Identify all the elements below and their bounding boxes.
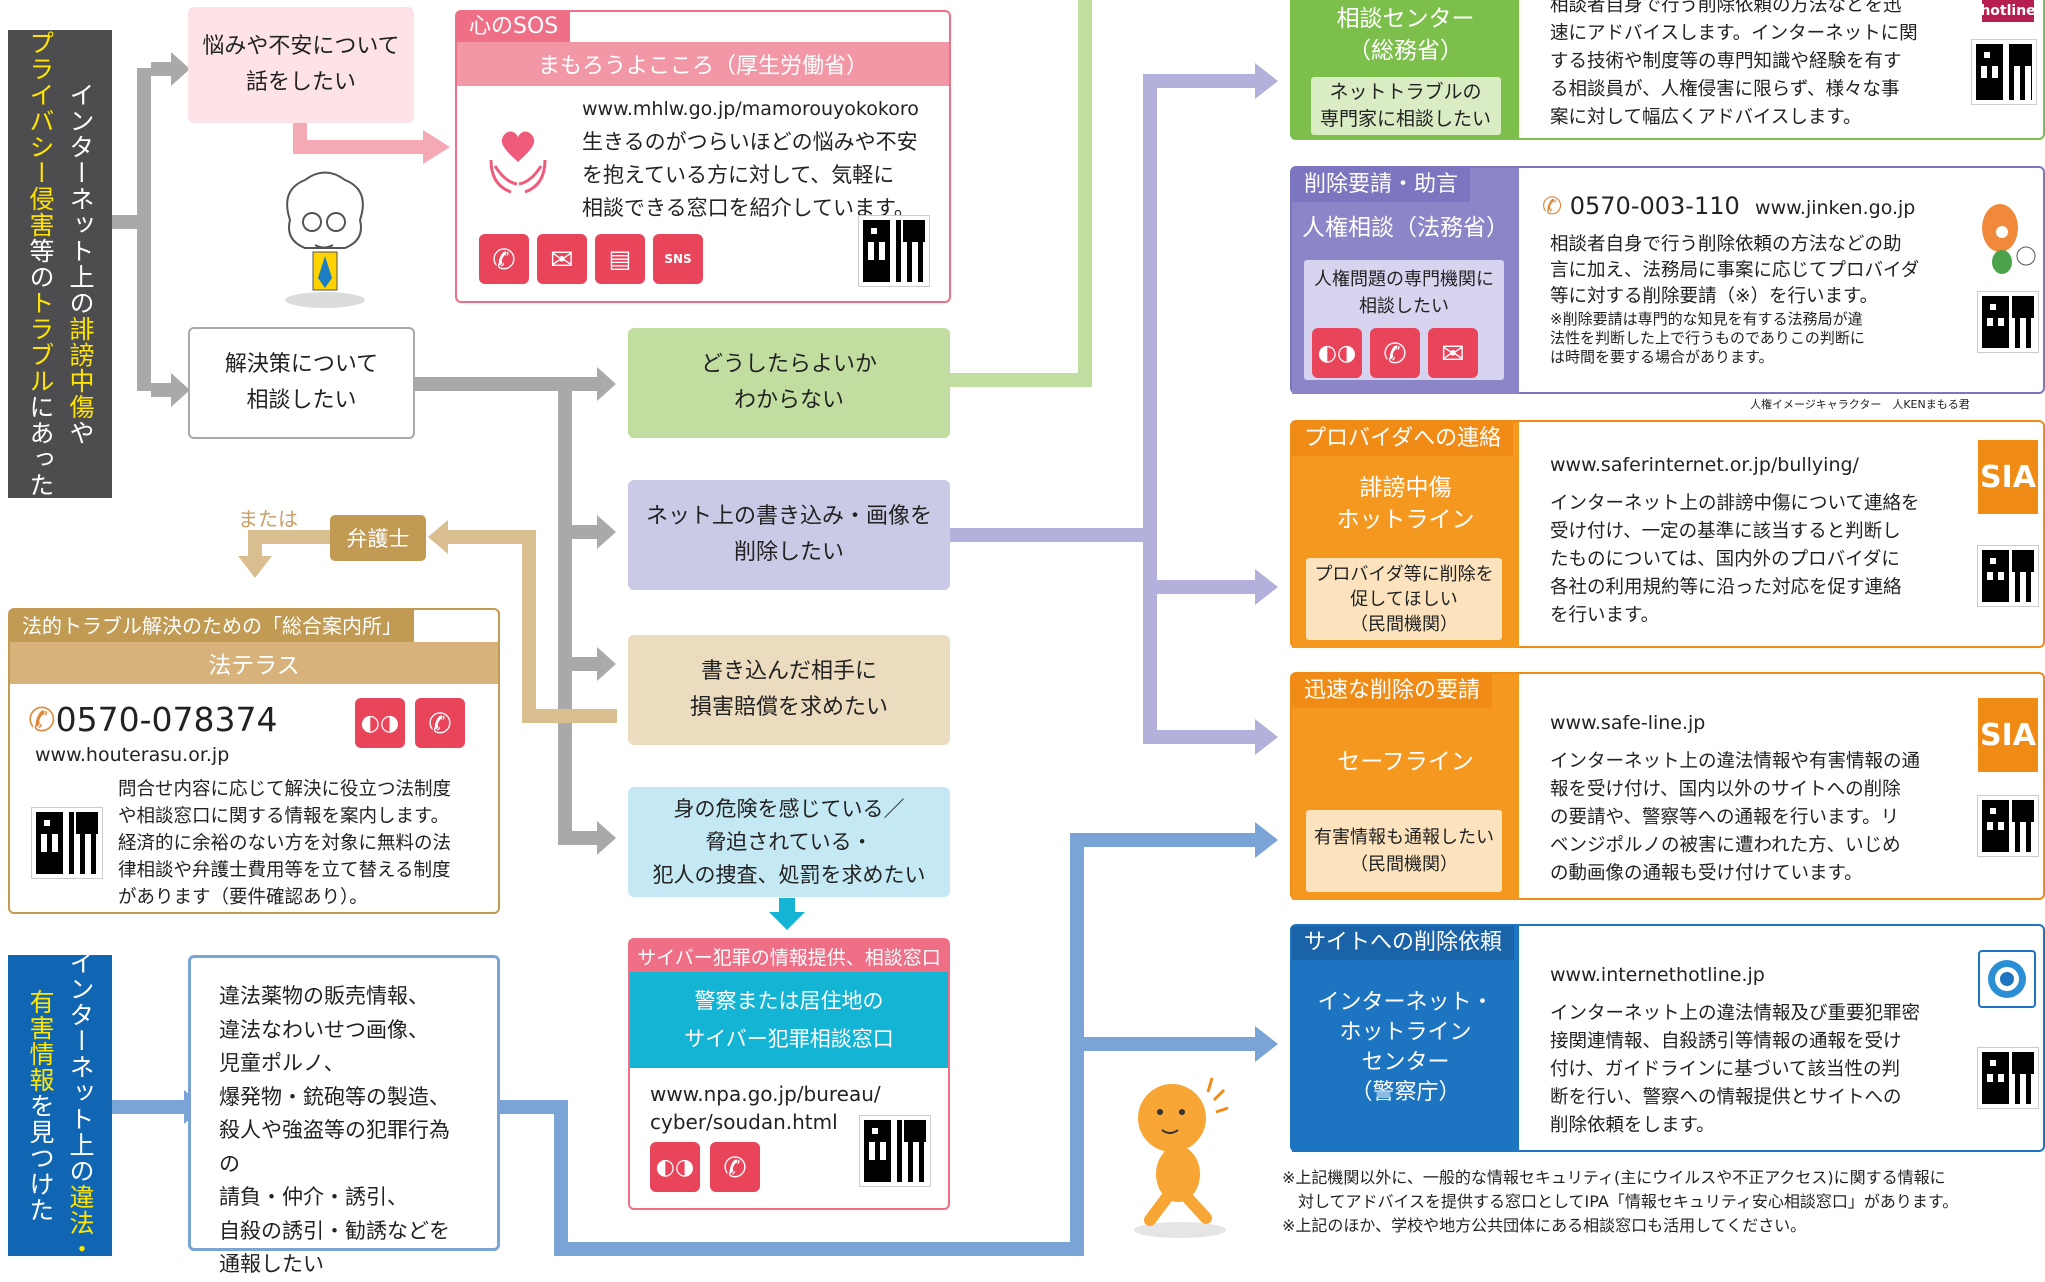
slander-org: 誹謗中傷 ホットライン xyxy=(1336,475,1475,533)
jinken-tag: 削除要請・助言 xyxy=(1292,168,1471,202)
choice-damages[interactable]: 書き込んだ相手に 損害賠償を求めたい xyxy=(628,635,950,745)
running-character-illustration xyxy=(1120,1070,1240,1240)
jinken-caption: 人権イメージキャラクター 人KENまもる君 xyxy=(1750,398,1970,411)
iho-org-panel: サイトへの削除依頼 インターネット・ ホットライン センター （警察庁） xyxy=(1292,926,1519,1152)
title-box-illegal: インターネット上の違法・ 有害情報を見つけた xyxy=(8,955,112,1256)
safeline-url[interactable]: www.safe-line.jp xyxy=(1550,712,1706,734)
iho-body: インターネット上の違法情報及び重要犯罪密 接関連情報、自殺誘引等情報の通報を受け… xyxy=(1550,1003,1921,1136)
hotline-logo: hotline xyxy=(1980,0,2036,22)
iho-card: サイトへの削除依頼 インターネット・ ホットライン センター （警察庁） www… xyxy=(1290,924,2045,1152)
houterasu-title: 法テラス xyxy=(10,642,498,684)
houterasu-contact-icons: ◐◑ ✆ xyxy=(355,698,465,748)
houterasu-phone[interactable]: 0570-078374 xyxy=(55,700,278,739)
houterasu-qr-code[interactable] xyxy=(31,807,103,879)
sos-url[interactable]: www.mhlw.go.jp/mamorouyokokoro xyxy=(582,98,919,120)
houterasu-body: 問合せ内容に応じて解決に役立つ法制度 や相談窓口に関する情報を案内します。 経済… xyxy=(118,779,452,908)
jinken-phone-row: ✆ 0570-003-110 www.jinken.go.jp xyxy=(1542,190,1915,224)
ihc-org: 相談センター （総務省） xyxy=(1336,6,1475,64)
sos-card: 心のSOS まもろうよこころ（厚生労働省） www.mhlw.go.jp/mam… xyxy=(455,10,951,303)
ihc-card: 相談センター （総務省） ネットトラブルの 専門家に相談したい 相談者自身で行う… xyxy=(1290,0,2045,140)
mail-icon: ✉ xyxy=(1428,328,1478,378)
slander-org-panel: プロバイダへの連絡 誹謗中傷 ホットライン プロバイダ等に削除を 促してほしい … xyxy=(1292,422,1519,648)
safeline-org: セーフライン xyxy=(1337,749,1474,775)
jinken-mascot-illustration xyxy=(1972,198,2038,278)
safeline-card: 迅速な削除の要請 セーフライン 有害情報も通報したい （民間機関） www.sa… xyxy=(1290,672,2045,900)
sia-logo: SIA xyxy=(1978,440,2038,514)
title-box-slander: インターネット上の誹謗中傷や プライバシー侵害等のトラブルにあった xyxy=(8,30,112,498)
choice-illegal[interactable]: 違法薬物の販売情報、 違法なわいせつ画像、 児童ポルノ、 爆発物・銃砲等の製造、… xyxy=(188,955,500,1276)
slander-url[interactable]: www.saferinternet.or.jp/bullying/ xyxy=(1550,454,1859,476)
jinken-qr-code[interactable] xyxy=(1977,291,2039,353)
jinken-org-panel: 削除要請・助言 人権相談（法務省） 人権問題の専門機関に 相談したい ◐◑ ✆ … xyxy=(1292,168,1519,394)
safeline-qr-code[interactable] xyxy=(1977,795,2039,857)
phone-icon: ✆ xyxy=(28,700,56,739)
slander-card: プロバイダへの連絡 誹謗中傷 ホットライン プロバイダ等に削除を 促してほしい … xyxy=(1290,420,2045,648)
cyber-card: サイバー犯罪の情報提供、相談窓口 警察または居住地の サイバー犯罪相談窓口 ww… xyxy=(628,938,950,1210)
sia-logo: SIA xyxy=(1978,698,2038,772)
slander-body: インターネット上の誹謗中傷について連絡を 受け付け、一定の基準に該当すると判断し… xyxy=(1550,493,1920,626)
cyber-title: 警察または居住地の サイバー犯罪相談窓口 xyxy=(630,972,948,1068)
or-label: または xyxy=(238,507,298,531)
sns-icon: SNS xyxy=(653,234,703,284)
jinken-org: 人権相談（法務省） xyxy=(1302,215,1509,241)
phone-icon: ✆ xyxy=(1370,328,1420,378)
phone-icon: ✆ xyxy=(710,1142,760,1192)
houterasu-phone-row: ✆0570-078374 xyxy=(28,700,278,740)
iho-org: インターネット・ ホットライン センター （警察庁） xyxy=(1317,990,1494,1105)
mail-icon: ✉ xyxy=(537,234,587,284)
ihc-org-panel: 相談センター （総務省） ネットトラブルの 専門家に相談したい xyxy=(1292,0,1519,138)
heart-hands-icon xyxy=(485,120,551,200)
worried-character-illustration xyxy=(270,160,380,310)
houterasu-tag: 法的トラブル解決のための「総合案内所」 xyxy=(10,610,414,642)
phone-icon: ✆ xyxy=(479,234,529,284)
houterasu-url[interactable]: www.houterasu.or.jp xyxy=(35,744,230,766)
choice-unknown[interactable]: どうしたらよいか わからない xyxy=(628,328,950,438)
sos-body: 生きるのがつらいほどの悩みや不安 を抱えている方に対して、気軽に 相談できる窓口… xyxy=(582,130,918,220)
face-to-face-icon: ◐◑ xyxy=(650,1142,700,1192)
choice-consult[interactable]: 解決策について 相談したい xyxy=(188,327,415,439)
jinken-body: 相談者自身で行う削除依頼の方法などの助 言に加え、法務局に事案に応じてプロバイダ… xyxy=(1550,234,1920,307)
jinken-url[interactable]: www.jinken.go.jp xyxy=(1755,197,1916,219)
safeline-org-panel: 迅速な削除の要請 セーフライン 有害情報も通報したい （民間機関） xyxy=(1292,674,1519,900)
iho-emblem-logo xyxy=(1978,950,2036,1008)
sos-contact-icons: ✆ ✉ ▤ SNS xyxy=(479,234,703,286)
ihc-sub: ネットトラブルの 専門家に相談したい xyxy=(1310,77,1501,135)
sos-title: まもろうよこころ（厚生労働省） xyxy=(457,42,949,86)
slander-tag: プロバイダへの連絡 xyxy=(1292,422,1514,456)
jinken-note: ※削除要請は専門的な知見を有する法務局が違 法性を判断した上で行うものでありこの… xyxy=(1550,310,1865,366)
cyber-url[interactable]: www.npa.go.jp/bureau/ cyber/soudan.html xyxy=(650,1082,881,1134)
sos-qr-code[interactable] xyxy=(858,215,930,287)
footnote: ※上記機関以外に、一般的な情報セキュリティ(主にウイルスや不正アクセス)に関する… xyxy=(1282,1168,1959,1235)
choice-delete[interactable]: ネット上の書き込み・画像を 削除したい xyxy=(628,480,950,590)
face-to-face-icon: ◐◑ xyxy=(1312,328,1362,378)
jinken-phone[interactable]: 0570-003-110 xyxy=(1569,192,1740,220)
ihc-qr-code[interactable] xyxy=(1971,39,2037,105)
flow-connectors xyxy=(112,0,1278,1256)
iho-url[interactable]: www.internethotline.jp xyxy=(1550,964,1765,986)
slander-qr-code[interactable] xyxy=(1977,545,2039,607)
phone-icon: ✆ xyxy=(415,698,465,748)
sos-tag: 心のSOS xyxy=(457,12,571,42)
safeline-tag: 迅速な削除の要請 xyxy=(1292,674,1493,708)
chat-icon: ▤ xyxy=(595,234,645,284)
ihc-body: 相談者自身で行う削除依頼の方法などを迅 速にアドバイスします。インターネットに関… xyxy=(1550,0,1918,128)
phone-icon: ✆ xyxy=(1542,192,1570,220)
safeline-sub: 有害情報も通報したい （民間機関） xyxy=(1306,810,1502,892)
iho-tag: サイトへの削除依頼 xyxy=(1292,926,1515,960)
cyber-qr-code[interactable] xyxy=(859,1115,931,1187)
jinken-contact-icons: ◐◑ ✆ ✉ xyxy=(1312,328,1478,378)
cyber-contact-icons: ◐◑ ✆ xyxy=(650,1142,760,1192)
jinken-card: 削除要請・助言 人権相談（法務省） 人権問題の専門機関に 相談したい ◐◑ ✆ … xyxy=(1290,166,2045,394)
houterasu-card: 法的トラブル解決のための「総合案内所」 法テラス ✆0570-078374 ww… xyxy=(8,608,500,914)
slander-sub: プロバイダ等に削除を 促してほしい （民間機関） xyxy=(1306,558,1502,640)
choice-danger[interactable]: 身の危険を感じている／ 脅迫されている・ 犯人の捜査、処罰を求めたい xyxy=(628,787,950,897)
safeline-body: インターネット上の違法情報や有害情報の通 報を受け付け、国内以外のサイトへの削除… xyxy=(1550,751,1921,884)
choice-worry[interactable]: 悩みや不安について 話をしたい xyxy=(188,7,414,123)
cyber-tag: サイバー犯罪の情報提供、相談窓口 xyxy=(630,940,948,972)
lawyer-label[interactable]: 弁護士 xyxy=(330,515,426,561)
iho-qr-code[interactable] xyxy=(1977,1047,2039,1109)
face-to-face-icon: ◐◑ xyxy=(355,698,405,748)
